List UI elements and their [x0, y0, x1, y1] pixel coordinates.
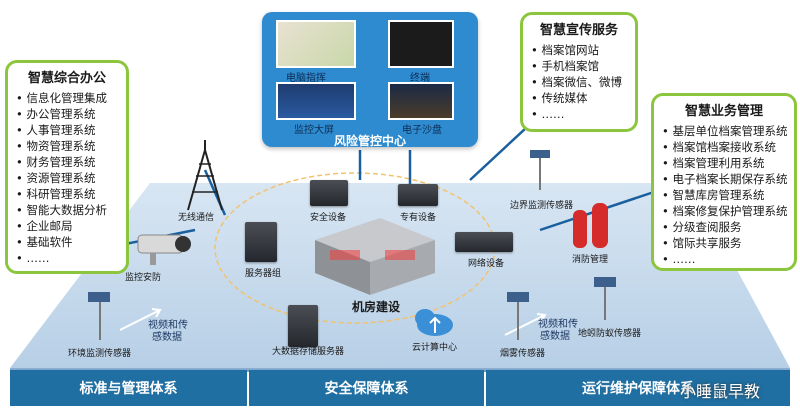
- list-item: 物资管理系统: [16, 138, 126, 154]
- office-box: 智慧综合办公 信息化管理集成 办公管理系统 人事管理系统 物资管理系统 财务管理…: [5, 60, 129, 274]
- list-item: 科研管理系统: [16, 186, 126, 202]
- dedicated-device-icon: [398, 184, 438, 206]
- label-security: 安全设备: [310, 213, 347, 223]
- list-item: ……: [531, 106, 635, 122]
- server-group-icon: [245, 222, 277, 262]
- office-list: 信息化管理集成 办公管理系统 人事管理系统 物资管理系统 财务管理系统 资源管理…: [8, 90, 126, 266]
- list-item: 档案修复保护管理系统: [662, 203, 794, 219]
- arrow-icon: [119, 308, 162, 331]
- network-device-icon: [455, 232, 513, 252]
- list-item: ……: [662, 251, 794, 267]
- list-item: 财务管理系统: [16, 154, 126, 170]
- list-item: 智慧库房管理系统: [662, 187, 794, 203]
- list-item: 档案微信、微博: [531, 74, 635, 90]
- label-dedicated: 专有设备: [400, 213, 437, 223]
- risk-control-title: 风险管控中心: [333, 134, 406, 148]
- business-title: 智慧业务管理: [684, 104, 763, 119]
- list-item: 资源管理系统: [16, 170, 126, 186]
- list-item: 传统媒体: [531, 90, 635, 106]
- list-item: 基层单位档案管理系统: [662, 123, 794, 139]
- label-computer: 电脑指挥: [286, 73, 326, 84]
- label-datacenter: 机房建设: [352, 300, 401, 314]
- list-item: 电子档案长期保存系统: [662, 171, 794, 187]
- bar-operations: 运行维护保障体系: [486, 370, 790, 406]
- bigdata-server-icon: [288, 305, 318, 347]
- label-video2: 视频和传: [538, 319, 578, 330]
- map-screen: [276, 20, 356, 68]
- list-item: ……: [16, 250, 126, 266]
- label-server-group: 服务器组: [245, 269, 282, 279]
- list-item: 档案管理利用系统: [662, 155, 794, 171]
- risk-control-panel: 电脑指挥 终端 监控大屏 电子沙盘 风险管控中心: [262, 12, 478, 148]
- list-item: 企业邮局: [16, 218, 126, 234]
- business-box: 智慧业务管理 基层单位档案管理系统 档案馆档案接收系统 档案管理利用系统 电子档…: [651, 93, 797, 271]
- label-env-sensor: 环境监测传感器: [68, 349, 132, 359]
- security-device-icon: [310, 180, 348, 206]
- datacenter-block: [315, 218, 435, 295]
- label-monitor-wall: 监控大屏: [294, 125, 334, 136]
- sensor-icon: [530, 150, 550, 190]
- label-terminal: 终端: [410, 73, 430, 84]
- label-video2b: 感数据: [540, 331, 570, 342]
- label-monitor: 监控安防: [125, 273, 162, 283]
- business-list: 基层单位档案管理系统 档案馆档案接收系统 档案管理利用系统 电子档案长期保存系统…: [654, 123, 794, 267]
- label-video1b: 感数据: [152, 332, 182, 343]
- terminal-screen: [388, 20, 454, 68]
- list-item: 基础软件: [16, 234, 126, 250]
- label-boundary-sensor: 边界监测传感器: [510, 201, 574, 211]
- fire-extinguisher-icon: [573, 203, 608, 248]
- bar-security: 安全保障体系: [249, 370, 484, 406]
- list-item: 智能大数据分析: [16, 202, 126, 218]
- label-video1: 视频和传: [148, 320, 188, 331]
- label-termite: 地蚓防蚁传感器: [578, 329, 642, 339]
- bar-standards: 标准与管理体系: [10, 370, 247, 406]
- publicity-box: 智慧宣传服务 档案馆网站 手机档案馆 档案微信、微博 传统媒体 ……: [520, 12, 638, 132]
- list-item: 档案馆档案接收系统: [662, 139, 794, 155]
- label-cloud: 云计算中心: [412, 343, 458, 353]
- list-item: 人事管理系统: [16, 122, 126, 138]
- label-wireless: 无线通信: [178, 213, 215, 223]
- sensor-icon: [88, 292, 110, 340]
- arrow-icon: [504, 313, 547, 336]
- cloud-icon: [415, 309, 453, 336]
- list-item: 信息化管理集成: [16, 90, 126, 106]
- label-network: 网络设备: [468, 259, 505, 269]
- publicity-list: 档案馆网站 手机档案馆 档案微信、微博 传统媒体 ……: [523, 42, 635, 122]
- sandtable-screen: [388, 82, 454, 120]
- camera-icon: [137, 234, 191, 265]
- list-item: 办公管理系统: [16, 106, 126, 122]
- monitor-wall-screen: [276, 82, 356, 120]
- list-item: 分级查阅服务: [662, 219, 794, 235]
- label-fire: 消防管理: [572, 255, 609, 265]
- list-item: 手机档案馆: [531, 58, 635, 74]
- tower-icon: [187, 140, 223, 211]
- sensor-icon: [594, 277, 616, 320]
- list-item: 档案馆网站: [531, 42, 635, 58]
- sensor-icon: [507, 292, 529, 340]
- publicity-title: 智慧宣传服务: [539, 23, 618, 38]
- list-item: 馆际共享服务: [662, 235, 794, 251]
- office-title: 智慧综合办公: [27, 71, 106, 86]
- label-smoke: 烟雾传感器: [500, 349, 546, 359]
- label-bigdata: 大数据存储服务器: [272, 347, 345, 357]
- label-sandtable: 电子沙盘: [402, 125, 442, 136]
- watermark: 小睡鼠早教: [680, 382, 761, 401]
